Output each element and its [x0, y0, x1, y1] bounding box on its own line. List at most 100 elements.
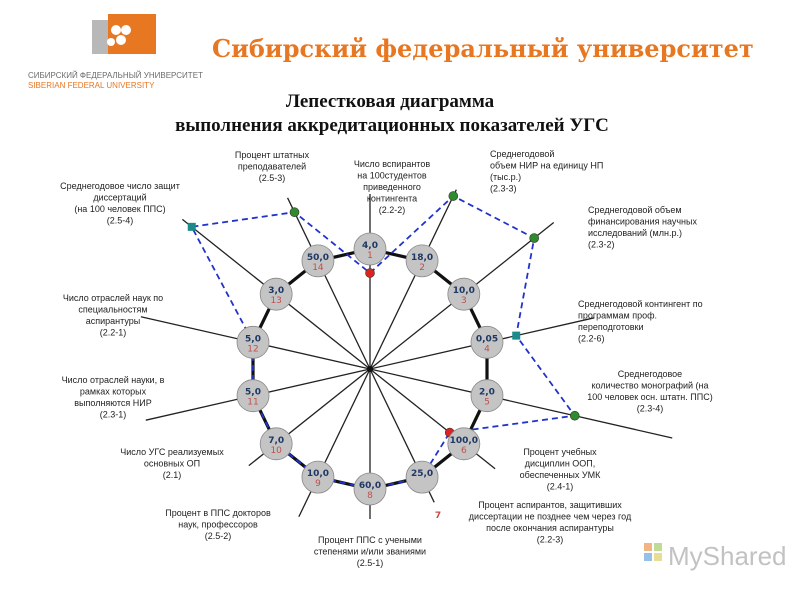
logo-text-ru: СИБИРСКИЙ ФЕДЕРАЛЬНЫЙ УНИВЕРСИТЕТ [28, 71, 203, 80]
node-value-9: 10,0 [307, 469, 329, 479]
axis-label-line: приведенного [363, 182, 421, 192]
axis-label-line: (2.5-4) [107, 216, 134, 226]
axis-label-4: Среднегодовой контингент по программам пр… [578, 299, 703, 344]
radar-node-7: 25,07 [405, 460, 441, 521]
axis-label-line: Среднегодовой [490, 149, 554, 159]
node-value-14: 50,0 [307, 253, 329, 263]
node-circle-14 [301, 244, 335, 278]
node-value-6: 100,0 [450, 436, 478, 446]
node-number-11: 11 [247, 398, 258, 408]
axis-label-line: аспирантуры [86, 316, 140, 326]
axis-label-line: (2.2-3) [537, 535, 564, 545]
spoke-axis-2 [369, 189, 457, 370]
axis-label-line: Процент в ППС докторов [165, 508, 271, 518]
radar-node-2: 18,02 [405, 244, 439, 278]
radar-node-8: 60,08 [353, 472, 387, 506]
axis-label-line: Среднегодовое число защит [60, 181, 180, 191]
axis-label-line: контингента [367, 194, 417, 204]
node-number-3: 3 [461, 296, 467, 306]
axis-label-line: (2.5-2) [205, 531, 232, 541]
axis-label-line: Процент учебных [523, 447, 597, 457]
radar-node-6: 100,06 [447, 427, 481, 461]
radar-node-11: 5,011 [236, 379, 270, 413]
actual-marker-1 [365, 268, 375, 278]
radar-node-1: 4,01 [353, 232, 387, 266]
node-number-4: 4 [484, 344, 490, 354]
axis-label-line: объем НИР на единицу НП [490, 161, 603, 171]
node-circle-12 [236, 325, 270, 359]
node-circle-10 [259, 427, 293, 461]
node-value-8: 60,0 [359, 481, 381, 491]
axis-label-9: Процент в ППС докторов наук, профессоров(… [165, 508, 271, 541]
axis-label-line: (2.1) [163, 470, 182, 480]
node-circle-13 [259, 277, 293, 311]
watermark-icon [644, 543, 662, 561]
axis-label-line: наук, профессоров [178, 520, 258, 530]
axis-label-line: (2.2-1) [100, 328, 127, 338]
axis-label-line: количество монографий (на [591, 381, 708, 391]
axis-label-line: Среднегодовой контингент по [578, 299, 703, 309]
node-number-12: 12 [247, 344, 258, 354]
radar-node-13: 3,013 [259, 277, 293, 311]
axis-label-line: (2.2-2) [379, 205, 406, 215]
axis-label-line: специальностям [78, 305, 147, 315]
axis-label-line: диссертаций [93, 193, 146, 203]
axis-label-line: Среднегодовое [618, 369, 682, 379]
axis-label-line: (2.5-1) [357, 558, 384, 568]
chart-title-line1: Лепестковая диаграмма [285, 91, 495, 112]
node-value-10: 7,0 [268, 436, 284, 446]
node-circle-4 [470, 325, 504, 359]
sfu-logo [92, 14, 156, 54]
node-circle-5 [470, 379, 504, 413]
axis-label-line: (2.4-1) [547, 482, 574, 492]
node-value-12: 5,0 [245, 334, 261, 344]
axis-label-line: рамках которых [80, 387, 147, 397]
axis-label-line: (2.3-3) [490, 184, 517, 194]
node-number-10: 10 [270, 446, 282, 456]
radar-node-14: 50,014 [301, 244, 335, 278]
actual-marker-3 [529, 233, 539, 243]
axis-label-line: Среднегодовой объем [588, 205, 682, 215]
axis-label-line: переподготовки [578, 322, 644, 332]
axis-label-line: программам проф. [578, 311, 657, 321]
node-number-9: 9 [315, 479, 321, 489]
axis-label-13: Среднегодовое число защит диссертаций(на … [60, 181, 180, 226]
axis-label-line: Число отраслей наук по [63, 293, 163, 303]
axis-label-line: (тыс.р.) [490, 172, 521, 182]
node-circle-2 [405, 244, 439, 278]
axis-label-3: Среднегодовой объем финансирования научны… [588, 205, 697, 250]
axis-label-line: диссертации не позднее чем через год [469, 512, 632, 522]
axis-label-line: (на 100 человек ППС) [74, 204, 165, 214]
university-name: Сибирский федеральный университет [212, 34, 754, 63]
node-number-8: 8 [367, 491, 373, 501]
node-circle-9 [301, 460, 335, 494]
radar-center [367, 366, 373, 372]
node-number-13: 13 [270, 296, 281, 306]
axis-label-line: Число УГС реализуемых [120, 447, 224, 457]
node-circle-7 [405, 460, 439, 494]
myshared-watermark: MyShared [644, 541, 787, 571]
watermark-text: MyShared [668, 541, 787, 571]
actual-marker-5 [569, 410, 580, 421]
sfu-logo-mark [92, 14, 156, 54]
node-number-6: 6 [461, 446, 467, 456]
axis-label-line: Число отраслей науки, в [62, 375, 165, 385]
node-number-14: 14 [312, 263, 324, 273]
axis-label-line: финансирования научных [588, 217, 697, 227]
actual-marker-13 [187, 222, 196, 231]
axis-label-2: Среднегодовой объем НИР на единицу НП(тыс… [490, 149, 603, 194]
node-circle-8 [353, 472, 387, 506]
node-circle-1 [353, 232, 387, 266]
node-number-7: 7 [435, 511, 441, 521]
node-number-2: 2 [419, 263, 425, 273]
axis-label-line: преподавателей [238, 162, 306, 172]
